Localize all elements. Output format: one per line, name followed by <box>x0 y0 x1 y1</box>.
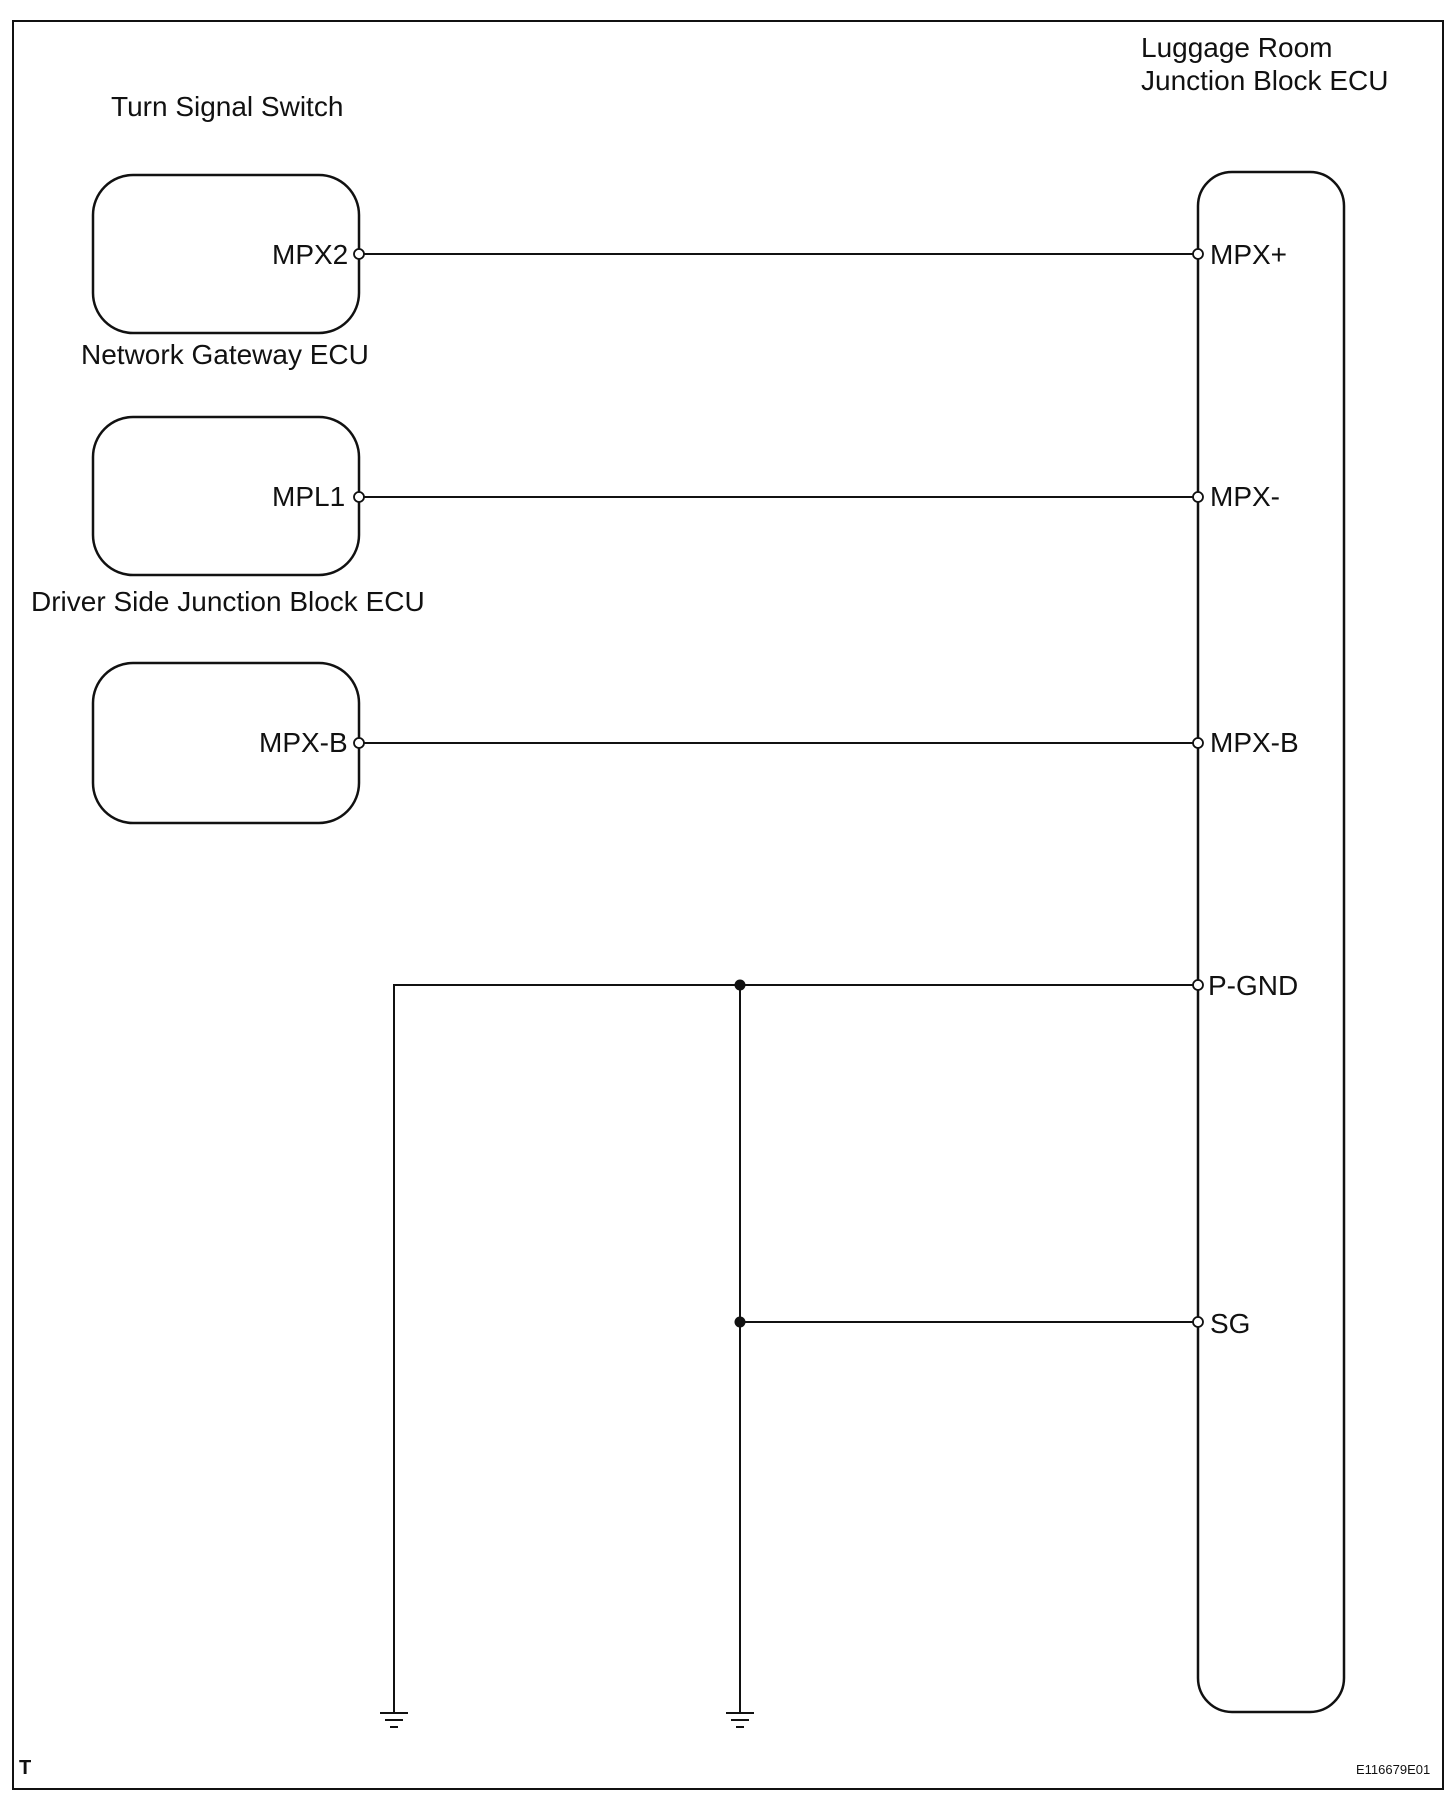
luggage-room-label-line1: Luggage Room <box>1141 32 1332 63</box>
junction-dot-pgnd <box>734 979 746 991</box>
ground-symbol-left <box>380 1712 408 1728</box>
diagram-frame <box>12 20 1444 1790</box>
figure-code: E116679E01 <box>1356 1762 1430 1777</box>
terminal-label-sg: SG <box>1210 1308 1250 1339</box>
turn-signal-switch-label: Turn Signal Switch <box>111 91 343 122</box>
network-gateway-ecu-label: Network Gateway ECU <box>81 339 369 370</box>
luggage-room-junction-block-ecu-box <box>1196 170 1346 1714</box>
terminal-label-mpxb-left: MPX-B <box>259 727 348 758</box>
terminal-label-pgnd: P-GND <box>1208 970 1298 1001</box>
terminal-mpx-minus <box>1192 491 1204 503</box>
terminal-sg <box>1192 1316 1204 1328</box>
ground-symbol-middle <box>726 1712 754 1728</box>
terminal-label-mpx2: MPX2 <box>272 239 348 270</box>
terminal-mpx-plus <box>1192 248 1204 260</box>
terminal-mpl1 <box>353 491 365 503</box>
luggage-room-label-line2: Junction Block ECU <box>1141 65 1388 96</box>
terminal-label-mpx-minus: MPX- <box>1210 481 1280 512</box>
corner-mark: T <box>19 1757 31 1779</box>
terminal-label-mpl1: MPL1 <box>272 481 345 512</box>
terminal-mpxb-left <box>353 737 365 749</box>
terminal-label-mpx-plus: MPX+ <box>1210 239 1287 270</box>
terminal-mpxb-right <box>1192 737 1204 749</box>
junction-dot-sg <box>734 1316 746 1328</box>
driver-side-junction-block-ecu-label: Driver Side Junction Block ECU <box>31 586 425 617</box>
wire-pgnd-to-left-ground <box>393 984 1195 1713</box>
terminal-mpx2 <box>353 248 365 260</box>
terminal-pgnd <box>1192 979 1204 991</box>
terminal-label-mpxb-right: MPX-B <box>1210 727 1299 758</box>
